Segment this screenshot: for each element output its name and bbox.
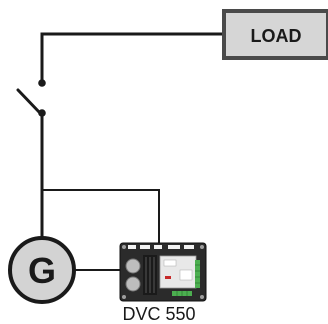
load-label: LOAD: [251, 26, 302, 46]
sense-wire: [41, 189, 160, 245]
switch-contact-top: [38, 79, 46, 87]
switch-contact-bottom: [38, 109, 46, 117]
generator-label: G: [28, 250, 56, 291]
load-box: LOAD: [222, 9, 328, 60]
load-feed-wire: [40, 32, 226, 85]
controller-label: DVC 550: [122, 304, 195, 324]
switch-blade: [16, 88, 42, 115]
generator-circle-icon: G: [8, 236, 76, 304]
dvc-550-controller-device-icon: [119, 242, 207, 302]
wires: [16, 32, 226, 271]
